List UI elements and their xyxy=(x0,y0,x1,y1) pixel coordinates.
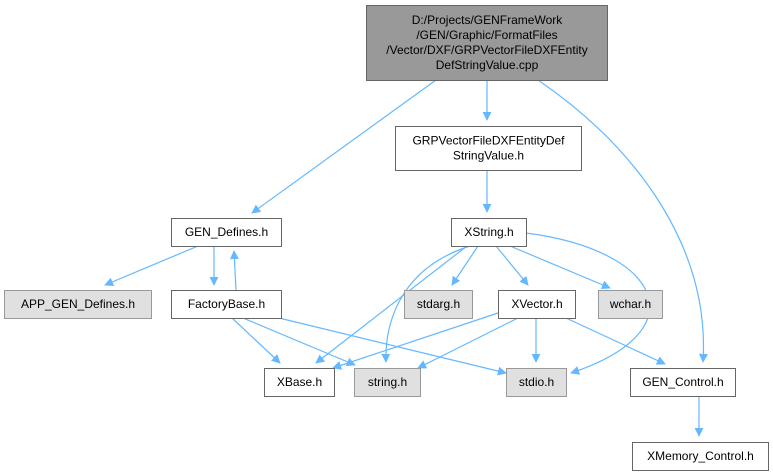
edge-xstring-to-stdarg xyxy=(451,245,479,286)
node-xbase[interactable]: XBase.h xyxy=(264,368,335,397)
edge-line xyxy=(451,245,479,286)
node-label-line: GRPVectorFileDXFEntityDef xyxy=(412,134,565,148)
edge-xstring-to-xvector xyxy=(495,245,529,286)
node-label-line: XString.h xyxy=(464,225,513,239)
edge-xvector-to-string_h xyxy=(417,317,519,369)
node-gen-control[interactable]: GEN_Control.h xyxy=(630,368,736,397)
node-box xyxy=(630,368,736,397)
node-string-h: string.h xyxy=(354,368,421,397)
node-box xyxy=(451,218,527,247)
edge-xstring-to-xbase xyxy=(315,245,468,364)
edge-root-to-gen_defines xyxy=(251,79,437,214)
node-label-line: FactoryBase.h xyxy=(188,297,265,311)
edge-line xyxy=(509,245,611,290)
node-label-line: DefStringValue.cpp xyxy=(436,58,539,72)
edge-xstring-to-wchar xyxy=(509,245,611,290)
node-label-line: stdarg.h xyxy=(417,297,460,311)
dependency-edges xyxy=(104,79,708,437)
edge-gen_defines-to-app_gen_defines xyxy=(104,245,199,287)
edge-xvector-to-gen_control xyxy=(565,317,666,365)
node-app-gen-defines: APP_GEN_Defines.h xyxy=(4,290,152,319)
edge-factorybase-to-gen_defines xyxy=(229,250,239,291)
node-xstring[interactable]: XString.h xyxy=(451,218,527,247)
node-box xyxy=(598,290,663,319)
node-label-line: /Vector/DXF/GRPVectorFileDXFEntity xyxy=(386,43,587,57)
node-xvector[interactable]: XVector.h xyxy=(498,290,576,319)
node-box xyxy=(171,218,282,247)
dependency-nodes: D:/Projects/GENFrameWork/GEN/Graphic/For… xyxy=(4,5,769,471)
node-label-line: XBase.h xyxy=(277,375,322,389)
edge-xvector-to-xbase xyxy=(332,312,499,370)
node-root[interactable]: D:/Projects/GENFrameWork/GEN/Graphic/For… xyxy=(366,5,608,81)
node-label-line: D:/Projects/GENFrameWork xyxy=(412,13,563,27)
node-stdarg: stdarg.h xyxy=(404,290,473,319)
node-box xyxy=(506,368,567,397)
edge-factorybase-to-stdio xyxy=(278,317,507,376)
node-label-line: StringValue.h xyxy=(453,149,524,163)
node-box xyxy=(4,290,152,319)
node-label-line: XVector.h xyxy=(511,297,562,311)
edge-line xyxy=(315,245,468,364)
edge-line xyxy=(565,317,666,365)
edge-factorybase-to-string_h xyxy=(242,317,356,367)
node-box xyxy=(354,368,421,397)
edge-line xyxy=(332,312,499,370)
edge-line xyxy=(231,317,281,364)
node-label-line: GEN_Control.h xyxy=(642,375,723,389)
edge-line xyxy=(381,245,471,363)
node-label-line: XMemory_Control.h xyxy=(647,449,754,463)
node-factorybase[interactable]: FactoryBase.h xyxy=(171,290,282,319)
edge-root-to-gen_control xyxy=(537,79,708,363)
edge-line xyxy=(251,79,437,214)
node-box xyxy=(366,5,608,81)
node-xmemory[interactable]: XMemory_Control.h xyxy=(632,442,769,471)
edge-line xyxy=(242,317,356,367)
node-label-line: wchar.h xyxy=(609,297,651,311)
node-label-line: GEN_Defines.h xyxy=(185,225,268,239)
node-box xyxy=(632,442,769,471)
edge-line xyxy=(278,317,507,376)
node-gen-defines[interactable]: GEN_Defines.h xyxy=(171,218,282,247)
node-label-line: string.h xyxy=(368,375,407,389)
edge-line xyxy=(229,250,239,291)
edge-line xyxy=(537,79,708,363)
edge-line xyxy=(495,245,529,286)
node-box xyxy=(171,290,282,319)
node-label-line: /GEN/Graphic/FormatFiles xyxy=(416,28,557,42)
edge-line xyxy=(417,317,519,369)
node-box xyxy=(498,290,576,319)
node-wchar: wchar.h xyxy=(598,290,663,319)
node-stdio: stdio.h xyxy=(506,368,567,397)
edge-xstring-to-string_h xyxy=(381,245,471,363)
node-label-line: APP_GEN_Defines.h xyxy=(21,297,135,311)
edge-factorybase-to-xbase xyxy=(231,317,281,364)
node-box xyxy=(404,290,473,319)
edge-line xyxy=(104,245,199,287)
node-box xyxy=(264,368,335,397)
node-label-line: stdio.h xyxy=(519,375,554,389)
node-box xyxy=(395,126,582,171)
